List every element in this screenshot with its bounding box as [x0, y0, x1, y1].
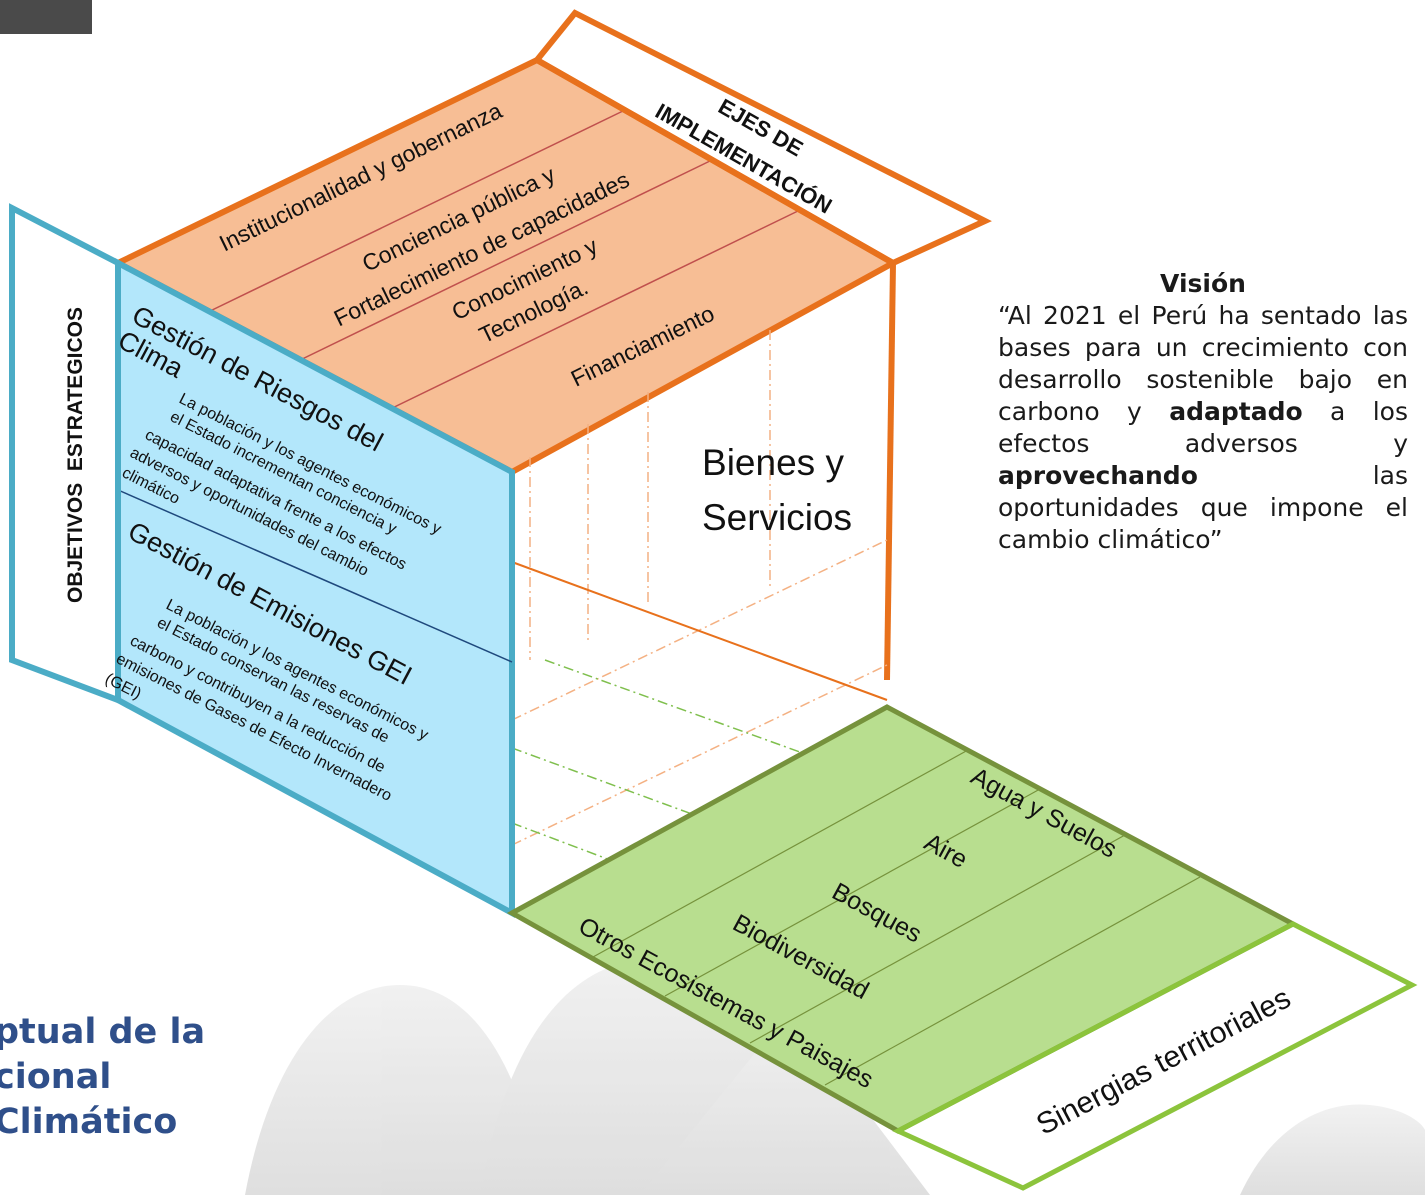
vision-bold-adaptado: adaptado — [1169, 397, 1303, 426]
territorial-synergies-frame — [892, 921, 1418, 1191]
page-title: ptual de la cional Climático — [0, 1010, 260, 1145]
implementation-axis-frame — [532, 9, 992, 267]
cube-right-edge — [884, 262, 896, 681]
vision-text-part1: “Al 2021 el Perú ha sentado las bases pa… — [998, 301, 1408, 426]
page-title-line3: Climático — [0, 1102, 178, 1142]
top-face-dividers — [205, 109, 801, 414]
front-face-divider — [117, 489, 513, 663]
vision-text-part2: a los efectos adversos y — [998, 397, 1409, 458]
vision-statement: Visión “Al 2021 el Perú ha sentado las b… — [998, 268, 1408, 556]
page-title-line2: cional — [0, 1057, 112, 1097]
vision-title: Visión — [1160, 269, 1246, 298]
goods-services-line2: Servicios — [702, 497, 852, 538]
vision-text: “Al 2021 el Perú ha sentado las bases pa… — [998, 300, 1408, 556]
strategic-objectives-title: OBJETIVOS ESTRATEGICOS — [64, 307, 87, 603]
bottom-face-dividers — [592, 749, 1201, 1086]
hidden-edges — [511, 330, 888, 873]
vision-bold-aprovechando: aprovechando — [998, 461, 1198, 490]
strategic-objectives-frame — [9, 203, 121, 705]
vision-text-part3: las oportunidades que impone el cambio c… — [998, 461, 1408, 554]
goods-services-line1: Bienes y — [702, 442, 844, 483]
page-title-line1: ptual de la — [0, 1012, 206, 1052]
corner-tab — [0, 0, 92, 34]
